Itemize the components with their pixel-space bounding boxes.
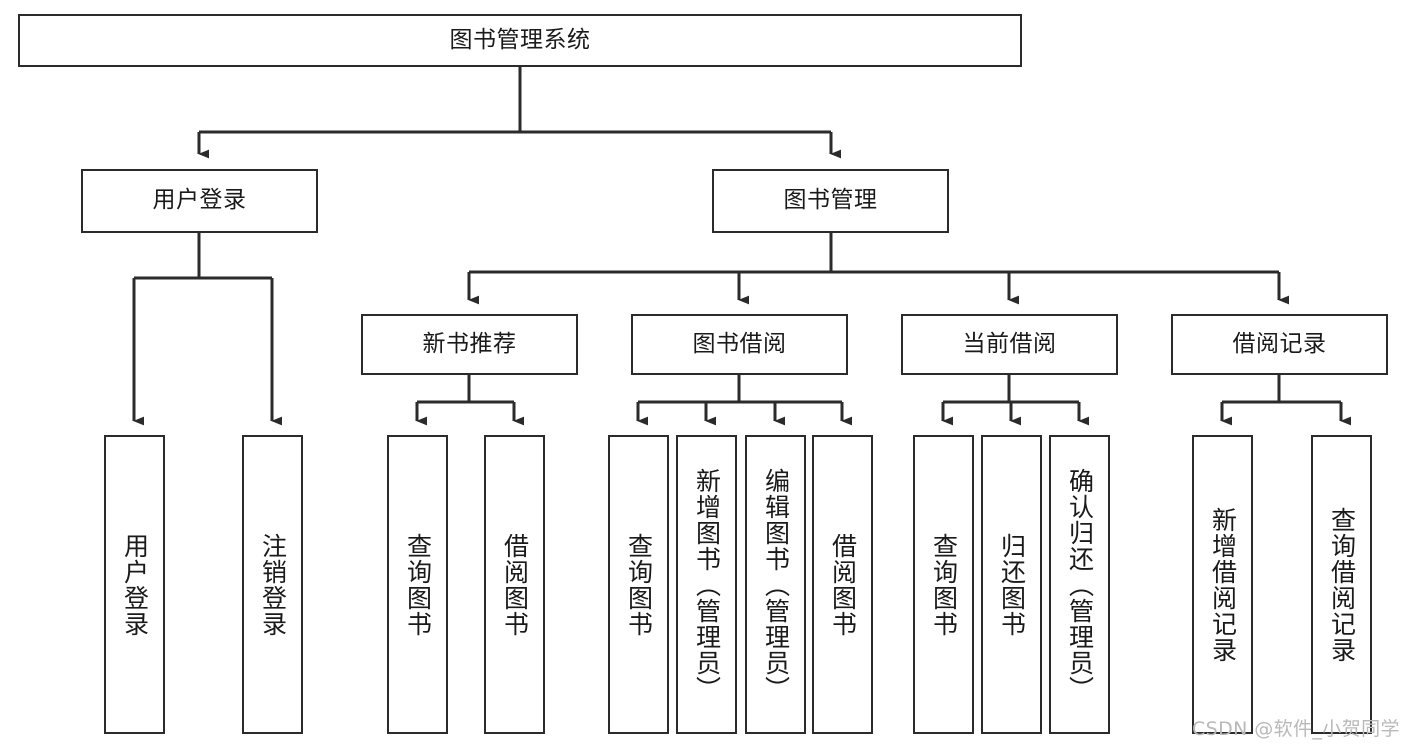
node-root[interactable]: 图书管理系统	[18, 14, 1022, 67]
node-leaf-return-book-label: 归还图书	[997, 532, 1027, 637]
node-leaf-logout-login[interactable]: 注销登录	[242, 435, 303, 734]
node-leaf-query-book-3-label: 查询图书	[929, 532, 959, 637]
node-borrow-record-label: 借阅记录	[1232, 330, 1327, 357]
node-current-borrow[interactable]: 当前借阅	[901, 314, 1118, 375]
node-leaf-query-book-3[interactable]: 查询图书	[913, 435, 974, 734]
node-root-label: 图书管理系统	[449, 26, 591, 53]
node-leaf-borrow-book-2-label: 借阅图书	[828, 532, 858, 637]
node-new-book-rec-label: 新书推荐	[422, 330, 517, 357]
node-book-borrow[interactable]: 图书借阅	[631, 314, 848, 375]
node-book-borrow-label: 图书借阅	[692, 330, 787, 357]
node-book-manage-label: 图书管理	[783, 187, 878, 214]
node-leaf-logout-login-label: 注销登录	[258, 532, 288, 637]
node-leaf-add-book-label: 新增图书（管理员）	[692, 467, 722, 702]
node-leaf-borrow-book-1-label: 借阅图书	[500, 532, 530, 637]
node-leaf-query-record-label: 查询借阅记录	[1327, 506, 1357, 663]
node-book-manage[interactable]: 图书管理	[712, 169, 949, 233]
node-leaf-borrow-book-2[interactable]: 借阅图书	[812, 435, 873, 734]
node-leaf-edit-book-label: 编辑图书（管理员）	[761, 467, 791, 702]
node-leaf-return-book[interactable]: 归还图书	[981, 435, 1042, 734]
node-leaf-confirm-return[interactable]: 确认归还（管理员）	[1049, 435, 1110, 734]
node-leaf-add-record-label: 新增借阅记录	[1208, 506, 1238, 663]
node-leaf-query-book-1-label: 查询图书	[403, 532, 433, 637]
node-leaf-query-book-2[interactable]: 查询图书	[608, 435, 669, 734]
node-borrow-record[interactable]: 借阅记录	[1171, 314, 1388, 375]
node-leaf-add-record[interactable]: 新增借阅记录	[1192, 435, 1253, 734]
node-leaf-query-book-2-label: 查询图书	[624, 532, 654, 637]
node-leaf-edit-book[interactable]: 编辑图书（管理员）	[745, 435, 806, 734]
node-new-book-rec[interactable]: 新书推荐	[361, 314, 578, 375]
node-user-login[interactable]: 用户登录	[81, 169, 318, 233]
node-leaf-user-login-label: 用户登录	[120, 532, 150, 637]
node-user-login-label: 用户登录	[152, 187, 247, 214]
node-leaf-user-login[interactable]: 用户登录	[104, 435, 165, 734]
node-leaf-add-book[interactable]: 新增图书（管理员）	[676, 435, 737, 734]
node-leaf-query-book-1[interactable]: 查询图书	[387, 435, 448, 734]
node-current-borrow-label: 当前借阅	[962, 330, 1057, 357]
csdn-watermark: CSDN @软件_小贺同学	[1192, 718, 1400, 740]
node-leaf-confirm-return-label: 确认归还（管理员）	[1065, 467, 1095, 702]
node-leaf-query-record[interactable]: 查询借阅记录	[1311, 435, 1372, 734]
node-leaf-borrow-book-1[interactable]: 借阅图书	[484, 435, 545, 734]
